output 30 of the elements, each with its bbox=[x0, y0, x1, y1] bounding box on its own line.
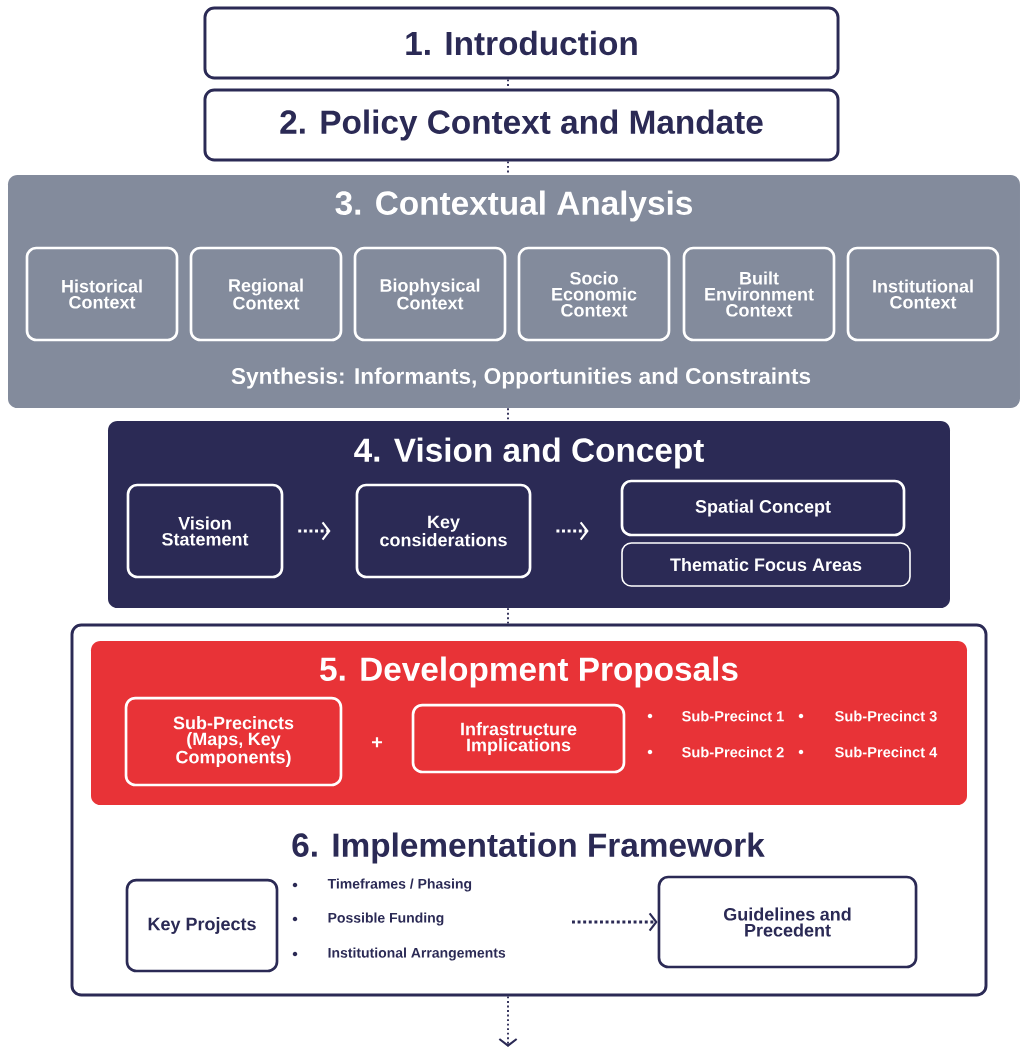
topic-box: Infrastructure Implications bbox=[411, 703, 626, 774]
topic-box: Key Projects bbox=[125, 878, 279, 973]
section-box: 1. Introduction bbox=[203, 6, 840, 80]
plus-sign: + bbox=[372, 737, 383, 748]
connector-line bbox=[507, 407, 509, 422]
topic-box: Biophysical Context bbox=[353, 246, 507, 342]
list-item: Sub-Precinct 3 bbox=[835, 710, 937, 722]
arrow bbox=[298, 521, 331, 541]
topic-box: Regional Context bbox=[189, 246, 343, 342]
topic-box: Vision Statement bbox=[126, 483, 284, 579]
list-item: Sub-Precinct 1 bbox=[682, 710, 784, 722]
topic-box: Historical Context bbox=[25, 246, 179, 342]
connector-line bbox=[507, 607, 509, 625]
topic-box: Guidelines and Precedent bbox=[657, 875, 918, 969]
topic-box: Key considerations bbox=[355, 483, 532, 579]
topic-box: Spatial Concept bbox=[620, 479, 906, 537]
list-item: Timeframes / Phasing bbox=[327, 878, 472, 892]
arrow bbox=[556, 521, 589, 541]
list-item: Sub-Precinct 2 bbox=[682, 746, 784, 758]
topic-box: Sub-Precincts (Maps, Key Components) bbox=[124, 696, 343, 787]
section-box: 2. Policy Context and Mandate bbox=[203, 88, 840, 162]
topic-box: Socio Economic Context bbox=[517, 246, 671, 342]
list-item: Sub-Precinct 4 bbox=[835, 746, 938, 758]
topic-box: Thematic Focus Areas bbox=[621, 542, 911, 587]
arrow bbox=[572, 912, 658, 932]
list-item: Institutional Arrangements bbox=[328, 947, 506, 961]
topic-box: Built Environment Context bbox=[682, 246, 836, 342]
topic-box: Institutional Context bbox=[846, 246, 1000, 342]
list-item: Possible Funding bbox=[328, 912, 444, 926]
arrow bbox=[498, 995, 518, 1047]
